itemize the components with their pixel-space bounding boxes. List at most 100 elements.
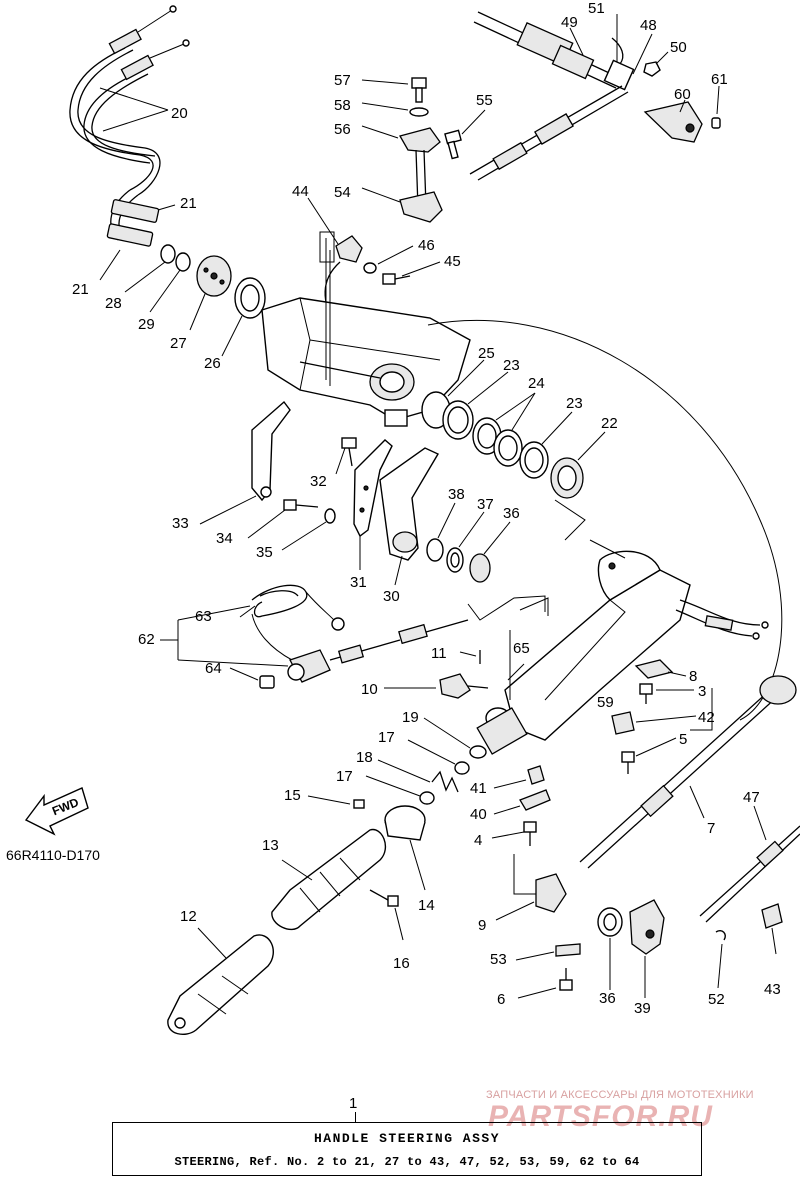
- callout-23: 23: [503, 357, 520, 374]
- bolt-32: [335, 437, 357, 475]
- cable-assembly-20: [69, 5, 190, 196]
- callout-38: 38: [448, 486, 465, 503]
- screw-11: [459, 650, 481, 664]
- washer-29: [149, 252, 191, 313]
- callout-39: 39: [634, 1000, 651, 1017]
- swivel-bracket: [261, 238, 471, 427]
- spring-18: [377, 759, 459, 793]
- bolt-6: [517, 968, 573, 999]
- callout-56: 56: [334, 121, 351, 138]
- callout-54: 54: [334, 184, 351, 201]
- callout-8: 8: [689, 668, 697, 685]
- callout-36-b: 36: [599, 990, 616, 1007]
- callout-6: 6: [497, 991, 505, 1008]
- callout-17: 17: [378, 729, 395, 746]
- callout-61: 61: [711, 71, 728, 88]
- ring-26: [221, 277, 266, 357]
- bushing-36-a: [469, 521, 511, 583]
- callout-47: 47: [743, 789, 760, 806]
- bolt-45: [382, 261, 441, 285]
- callout-11: 11: [431, 645, 447, 662]
- bracket-54: [361, 149, 443, 223]
- callout-9: 9: [478, 917, 486, 934]
- callout-16: 16: [393, 955, 410, 972]
- grip-13: [271, 828, 386, 931]
- watermark-brand: PARTSFOR.RU: [488, 1100, 713, 1133]
- arm-30: [379, 447, 439, 586]
- washer-17-a: [407, 739, 470, 775]
- bolt-34: [247, 499, 319, 539]
- clip-41: [493, 765, 545, 789]
- bracket-9: [495, 854, 567, 921]
- callout-51: 51: [588, 0, 605, 17]
- clamp-43: [761, 903, 783, 955]
- nut-50: [643, 51, 669, 77]
- callout-59: 59: [597, 694, 614, 711]
- callout-30: 30: [383, 588, 400, 605]
- washer-28: [124, 244, 176, 293]
- callout-28: 28: [105, 295, 122, 312]
- washer-19: [423, 717, 487, 759]
- callout-57: 57: [334, 72, 351, 89]
- bracket-56: [361, 125, 441, 153]
- lever-39: [629, 899, 665, 998]
- callout-14: 14: [418, 897, 435, 914]
- shift-rod-assembly: [473, 11, 653, 91]
- cable-47: [699, 805, 800, 923]
- pin-61: [711, 85, 721, 129]
- bolt-55: [444, 109, 486, 160]
- callout-12: 12: [180, 908, 197, 925]
- washer-35: [281, 508, 336, 551]
- callout-44: 44: [292, 183, 309, 200]
- callout-41: 41: [470, 780, 487, 797]
- callout-48: 48: [640, 17, 657, 34]
- callout-64: 64: [205, 660, 222, 677]
- lever-10: [384, 673, 489, 699]
- clip-40: [493, 789, 551, 815]
- cable-7: [579, 675, 797, 869]
- washer-46: [363, 245, 414, 274]
- clamp-44: [307, 197, 363, 331]
- callout-4: 4: [474, 832, 482, 849]
- clip-52: [715, 930, 726, 989]
- callout-21: 21: [180, 195, 197, 212]
- cable-ends-21: [99, 189, 176, 281]
- bracket-outline-lines: [690, 688, 713, 731]
- title-sub: STEERING, Ref. No. 2 to 21, 27 to 43, 47…: [174, 1155, 640, 1169]
- callout-42: 42: [698, 709, 715, 726]
- callout-65: 65: [513, 640, 530, 657]
- right-cables: [675, 599, 769, 640]
- bolt-5: [621, 737, 677, 774]
- callout-15: 15: [284, 787, 301, 804]
- title-main: HANDLE STEERING ASSY: [313, 1131, 501, 1146]
- callout-17-b: 17: [336, 768, 353, 785]
- switch-62: [160, 605, 469, 683]
- plate-53: [515, 943, 581, 961]
- callout-19: 19: [402, 709, 419, 726]
- plate-27: [189, 255, 232, 331]
- screw-16: [369, 889, 404, 941]
- bolt-57: [361, 77, 427, 103]
- lanyard-63: [239, 584, 345, 661]
- pin-15: [307, 795, 365, 809]
- clip-8: [634, 659, 687, 679]
- bushing-22: [550, 431, 606, 499]
- bushing-36-b: [597, 907, 623, 990]
- shift-cable: [469, 85, 629, 181]
- handle-grip-12: [167, 927, 274, 1036]
- bolt-3: [639, 683, 694, 704]
- washer-24: [472, 392, 536, 467]
- callout-7: 7: [707, 820, 715, 837]
- title-ref-number: 1: [349, 1095, 358, 1112]
- link-60: [643, 99, 703, 143]
- callout-18: 18: [356, 749, 373, 766]
- callout-62: 62: [138, 631, 155, 648]
- callout-55: 55: [476, 92, 493, 109]
- callout-32: 32: [310, 473, 327, 490]
- washer-38: [426, 502, 456, 562]
- washer-37: [446, 511, 485, 573]
- callout-33: 33: [172, 515, 189, 532]
- watermark-caption: ЗАПЧАСТИ И АКСЕССУАРЫ ДЛЯ МОТОТЕХНИКИ: [486, 1089, 754, 1101]
- callout-5: 5: [679, 731, 687, 748]
